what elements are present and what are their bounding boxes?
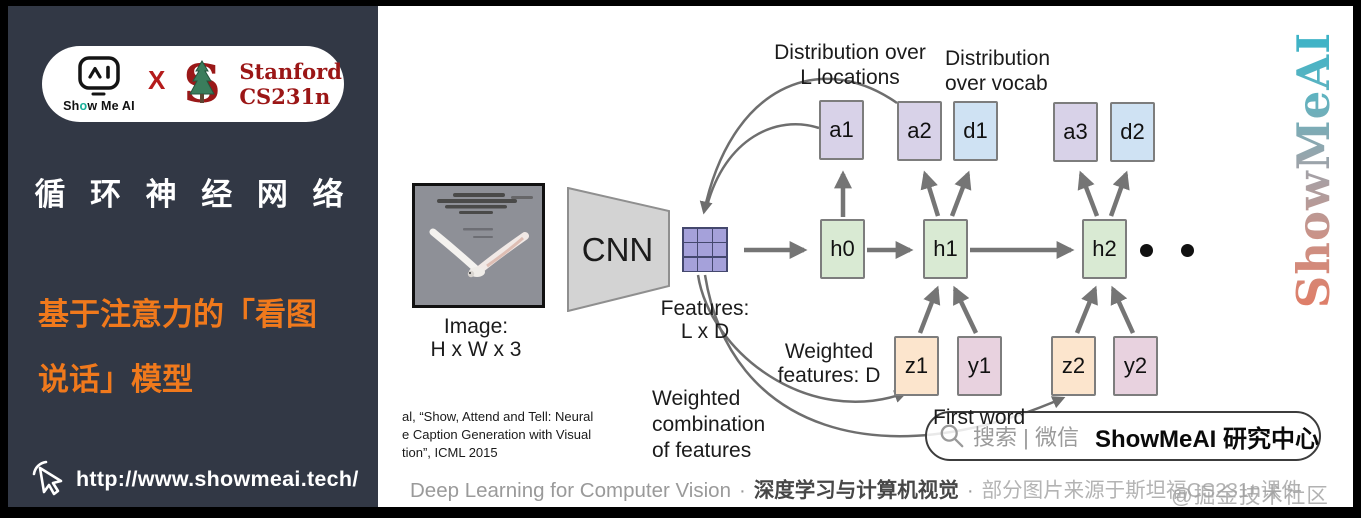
collab-x-label: X: [148, 64, 166, 95]
robot-face-icon: [78, 55, 120, 95]
input-image-bird: [412, 183, 545, 308]
label-distribution-vocab: Distribution over vocab: [945, 47, 1051, 95]
node-a1: a1: [819, 100, 864, 160]
node-d1: d1: [953, 101, 998, 161]
slide-subtitle-line2: 说话」模型: [38, 362, 193, 397]
citation: al, “Show, Attend and Tell: Neural e Cap…: [402, 409, 594, 460]
globe-o-icon: o: [79, 98, 88, 113]
slide-subtitle-line1: 基于注意力的「看图: [38, 297, 317, 332]
brand-pill: Show Me AI X S Stanford CS231n: [42, 46, 344, 122]
showmeai-wordmark: Show Me AI: [63, 98, 135, 113]
website-link[interactable]: http://www.showmeai.tech/: [30, 458, 359, 500]
node-h0: h0: [820, 219, 865, 279]
features-caption: Features: L x D: [660, 297, 750, 343]
node-y2: y2: [1113, 336, 1158, 396]
ellipsis-dot: [1140, 244, 1153, 257]
node-y1: y1: [957, 336, 1002, 396]
search-brand: ShowMeAI 研究中心: [1094, 425, 1319, 453]
ellipsis-dot: [1181, 244, 1194, 257]
node-a2: a2: [897, 101, 942, 161]
juejin-watermark: @掘金技术社区: [1171, 484, 1329, 508]
website-url[interactable]: http://www.showmeai.tech/: [76, 466, 359, 491]
cursor-icon: [32, 460, 63, 496]
diagram-panel: Image: H x W x 3 CNN Features: L x D a1 …: [378, 0, 1361, 518]
label-weighted-combination: Weighted combination of features: [652, 387, 766, 462]
node-h2: h2: [1082, 219, 1127, 279]
image-caption: Image: H x W x 3: [430, 315, 522, 361]
node-z1: z1: [894, 336, 939, 396]
footer-course-en: Deep Learning for Computer Vision: [410, 479, 731, 502]
node-h1: h1: [923, 219, 968, 279]
search-icon: [940, 424, 964, 448]
frame-top: [0, 0, 1361, 6]
label-first-word: First word: [933, 406, 1026, 429]
label-weighted-features: Weighted features: D: [777, 340, 881, 387]
footer-course-cn: 深度学习与计算机视觉: [753, 479, 959, 502]
label-distribution-locations: Distribution over L locations: [774, 41, 926, 89]
footer-source-note: 部分图片来源于斯坦福CS231n课件: [981, 479, 1302, 502]
lecture-title: 循 环 神 经 网 络: [34, 177, 352, 212]
node-a3: a3: [1053, 102, 1098, 162]
stanford-tree-icon: S: [184, 55, 222, 113]
feature-grid: [682, 227, 728, 272]
diagram-arrows: [696, 77, 1136, 438]
node-d2: d2: [1110, 102, 1155, 162]
stanford-wordmark: Stanford CS231n: [239, 59, 342, 109]
node-z2: z2: [1051, 336, 1096, 396]
frame-left: [0, 0, 8, 518]
frame-right: [1353, 0, 1361, 518]
cnn-label: CNN: [581, 231, 654, 268]
search-placeholder: 搜索 | 微信: [973, 425, 1079, 450]
wechat-search-bar: 搜索 | 微信 ShowMeAI 研究中心: [925, 411, 1321, 461]
sidebar: Show Me AI X S Stanford CS231n 循 环 神 经 网…: [8, 6, 378, 507]
showmeai-logo: Show Me AI: [62, 55, 136, 113]
footer: Deep Learning for Computer Vision·深度学习与计…: [410, 479, 1302, 502]
cnn-trapezoid: [567, 187, 670, 312]
frame-bottom: [0, 507, 1361, 518]
showmeai-watermark: ShowMeAI: [1287, 15, 1343, 325]
